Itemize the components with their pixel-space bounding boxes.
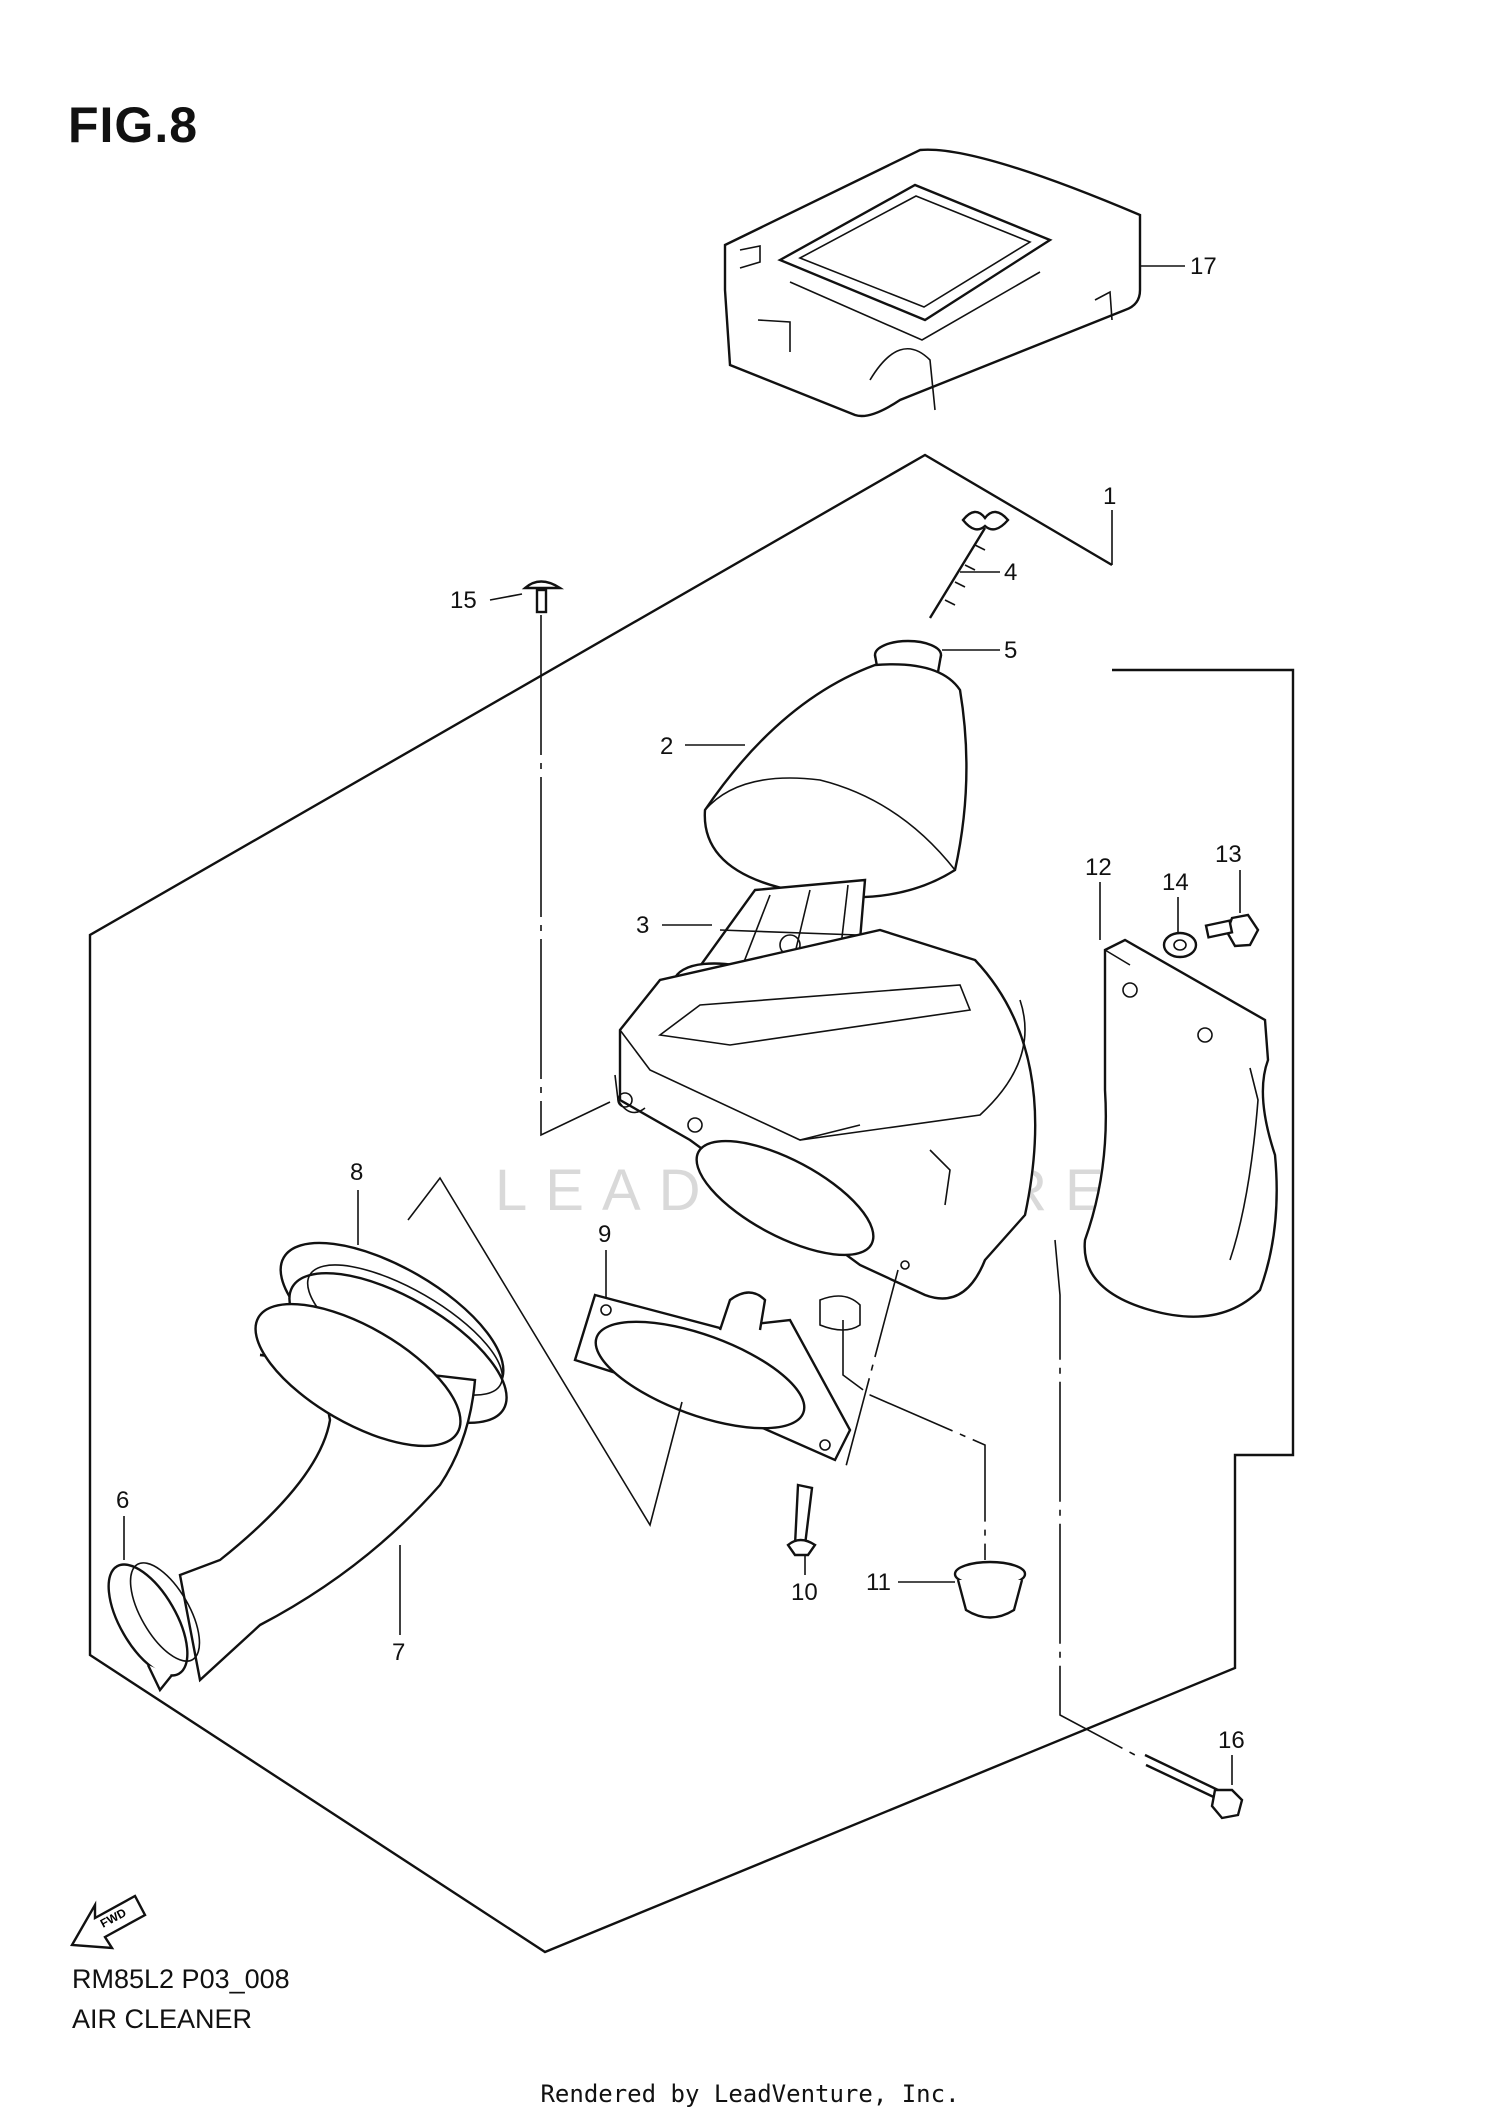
dashed-3 [844,1269,899,1471]
part-collar [1162,931,1198,959]
callout-9: 9 [598,1221,611,1248]
callout-5: 5 [1004,637,1017,664]
callout-3: 3 [636,912,649,939]
section-name: AIR CLEANER [72,2004,253,2034]
callout-13: 13 [1215,841,1242,868]
dashed-1 [1054,1239,1136,1756]
part-screw-10 [786,1483,817,1557]
callout-4: 4 [1004,559,1017,586]
callout-16: 16 [1218,1727,1245,1754]
callout-11: 11 [866,1569,891,1596]
footer-credit: Rendered by LeadVenture, Inc. [540,2080,960,2108]
callout-2: 2 [660,733,673,760]
part-clamp [107,1562,201,1693]
part-mud-guard [1083,938,1278,1318]
part-screw-15 [521,580,565,614]
callout-15: 15 [450,587,477,614]
callout-7: 7 [392,1639,405,1666]
part-long-bolt [1144,1753,1244,1820]
callout-6: 6 [116,1487,129,1514]
part-flange [573,1291,852,1462]
diagram-code: RM85L2 P03_008 [72,1964,290,1994]
figure-title: FIG.8 [68,97,199,153]
callout-1: 1 [1103,483,1116,510]
part-airbox-body [614,928,1037,1331]
fwd-arrow-icon: FWD [70,1894,147,1950]
callout-14: 14 [1162,869,1189,896]
callout-10: 10 [791,1579,818,1606]
dashed-2 [869,1394,986,1560]
leader-15 [489,593,523,601]
part-wing-bolt [928,510,1010,619]
callout-12: 12 [1085,854,1112,881]
callout-17: 17 [1190,253,1217,280]
part-drain-plug [953,1560,1027,1619]
callout-8: 8 [350,1159,363,1186]
dashed-4 [842,1320,871,1396]
dashed-15 [540,615,611,1137]
part-bolt-13 [1204,913,1260,948]
part-filter-element [703,663,968,899]
part-airbox-cover [723,148,1142,418]
guide-lines-8-9 [407,1176,683,1528]
assembly-outline [88,453,1295,1954]
part-intake-pipe [178,1302,477,1683]
